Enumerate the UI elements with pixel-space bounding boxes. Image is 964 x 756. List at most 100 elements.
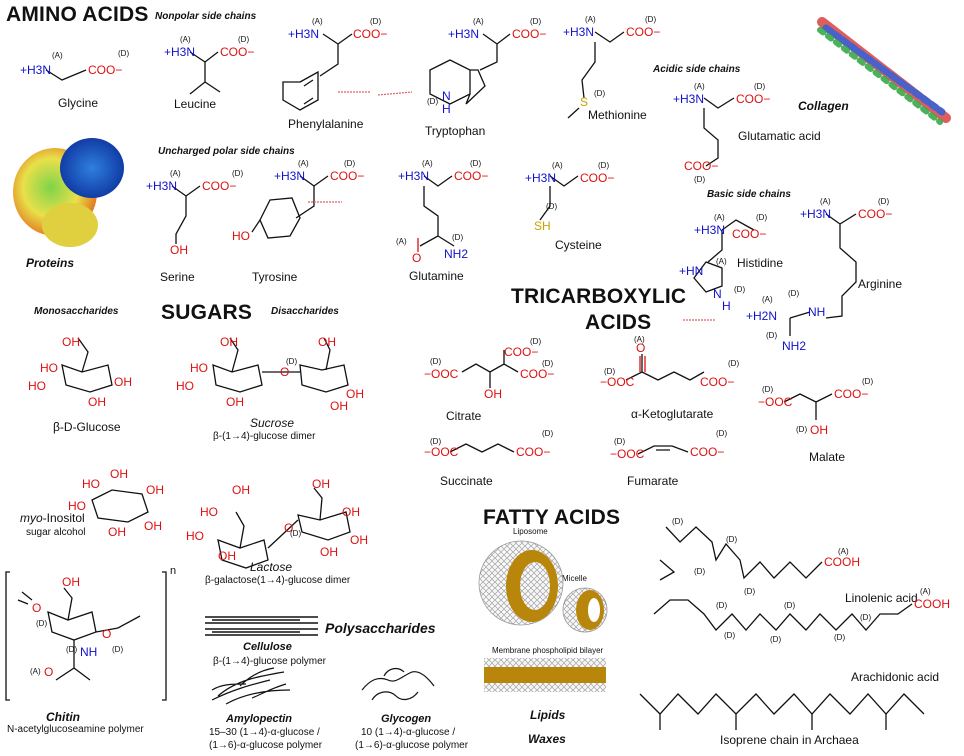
svg-text:+H2N: +H2N xyxy=(746,309,777,323)
monosaccharides-subheader: Monosaccharides xyxy=(34,306,119,317)
svg-text:H: H xyxy=(442,102,451,116)
svg-text:+H3N: +H3N xyxy=(563,25,594,39)
svg-text:COO−: COO− xyxy=(512,27,546,41)
svg-text:OH: OH xyxy=(484,387,502,401)
svg-text:(D): (D) xyxy=(542,429,553,438)
svg-text:OH: OH xyxy=(146,483,164,497)
svg-text:OH: OH xyxy=(62,335,80,349)
lipids-label: Lipids xyxy=(530,708,566,722)
svg-text:(D): (D) xyxy=(238,35,249,44)
svg-text:(D): (D) xyxy=(762,385,773,394)
svg-text:(D): (D) xyxy=(878,197,889,206)
svg-text:(D): (D) xyxy=(694,567,705,576)
acidic-subheader: Acidic side chains xyxy=(653,64,741,75)
glycogen-description-1: 10 (1→4)-α-glucose / xyxy=(361,727,456,738)
svg-text:N: N xyxy=(442,89,451,103)
svg-text:+H3N: +H3N xyxy=(694,223,725,237)
chitin-label: Chitin xyxy=(46,710,80,724)
svg-text:(D): (D) xyxy=(754,82,765,91)
micelle-image xyxy=(562,587,608,633)
proteins-label: Proteins xyxy=(26,256,75,270)
svg-text:(D): (D) xyxy=(546,202,557,211)
collagen-label: Collagen xyxy=(798,99,849,113)
svg-text:HO: HO xyxy=(200,505,218,519)
svg-text:OH: OH xyxy=(232,483,250,497)
svg-text:HO: HO xyxy=(68,499,86,513)
svg-text:O: O xyxy=(284,521,293,535)
svg-text:OH: OH xyxy=(226,395,244,409)
tryptophan-label: Tryptophan xyxy=(425,124,486,138)
tca-header-line1: TRICARBOXYLIC xyxy=(511,285,687,308)
svg-text:(D): (D) xyxy=(694,175,705,184)
bonds-layer xyxy=(5,31,925,730)
sucrose-description: β-(1→4)-glucose dimer xyxy=(213,431,316,442)
glutamatic-acid-label: Glutamatic acid xyxy=(738,129,821,143)
svg-text:(D): (D) xyxy=(834,633,845,642)
serine-label: Serine xyxy=(160,270,195,284)
svg-text:(D): (D) xyxy=(788,289,799,298)
amylopectin-label: Amylopectin xyxy=(226,713,293,725)
polysaccharides-title: Polysaccharides xyxy=(325,620,436,636)
svg-text:+H3N: +H3N xyxy=(448,27,479,41)
svg-text:(A): (A) xyxy=(714,213,725,222)
svg-text:+H3N: +H3N xyxy=(800,207,831,221)
tca-header-line2: ACIDS xyxy=(585,311,652,334)
svg-text:(A): (A) xyxy=(312,17,323,26)
svg-text:(D): (D) xyxy=(744,587,755,596)
double-bonds-layer xyxy=(639,356,646,372)
svg-text:HO: HO xyxy=(82,477,100,491)
svg-text:(A): (A) xyxy=(298,159,309,168)
svg-text:COO−: COO− xyxy=(858,207,892,221)
svg-text:(D): (D) xyxy=(286,357,297,366)
liposome-image xyxy=(478,540,564,626)
bilayer-image xyxy=(484,658,606,692)
svg-text:OH: OH xyxy=(88,395,106,409)
svg-text:(D): (D) xyxy=(716,429,727,438)
svg-text:SH: SH xyxy=(534,219,551,233)
collagen-helix-image xyxy=(817,17,951,125)
isoprene-label: Isoprene chain in Archaea xyxy=(720,733,859,747)
svg-text:(D): (D) xyxy=(645,15,656,24)
svg-text:+H3N: +H3N xyxy=(274,169,305,183)
svg-text:(D): (D) xyxy=(112,645,123,654)
uncharged-subheader: Uncharged polar side chains xyxy=(158,146,295,157)
svg-text:(A): (A) xyxy=(634,335,645,344)
svg-text:(D): (D) xyxy=(542,359,553,368)
sugars-header: SUGARS xyxy=(161,301,253,324)
svg-text:−OOC: −OOC xyxy=(424,367,459,381)
bilayer-label: Membrane phospholipid bilayer xyxy=(492,646,604,655)
glycine-amine: +H3N xyxy=(20,63,51,77)
svg-text:+H3N: +H3N xyxy=(525,171,556,185)
svg-text:+HN: +HN xyxy=(679,264,703,278)
methionine-label: Methionine xyxy=(588,108,647,122)
svg-text:HO: HO xyxy=(232,229,250,243)
svg-text:OH: OH xyxy=(346,387,364,401)
svg-text:(D): (D) xyxy=(430,357,441,366)
svg-text:COO−: COO− xyxy=(504,345,538,359)
basic-subheader: Basic side chains xyxy=(707,189,791,200)
fatty-acids-header: FATTY ACIDS xyxy=(483,506,621,529)
svg-text:(D): (D) xyxy=(470,159,481,168)
inositol-description: sugar alcohol xyxy=(26,527,86,538)
svg-text:(D): (D) xyxy=(796,425,807,434)
marker-squiggles xyxy=(308,91,716,321)
svg-text:OH: OH xyxy=(110,467,128,481)
svg-text:OH: OH xyxy=(318,335,336,349)
svg-text:OH: OH xyxy=(312,477,330,491)
svg-text:COO−: COO− xyxy=(626,25,660,39)
svg-text:(D): (D) xyxy=(598,161,609,170)
svg-text:(D): (D) xyxy=(724,631,735,640)
disaccharides-subheader: Disaccharides xyxy=(271,306,339,317)
svg-text:HO: HO xyxy=(40,361,58,375)
malate-label: Malate xyxy=(809,450,846,464)
svg-text:COO−: COO− xyxy=(700,375,734,389)
svg-text:COO−: COO− xyxy=(732,227,766,241)
svg-text:+H3N: +H3N xyxy=(146,179,177,193)
svg-text:COO−: COO− xyxy=(454,169,488,183)
svg-text:(D): (D) xyxy=(232,169,243,178)
tyrosine-label: Tyrosine xyxy=(252,270,298,284)
svg-text:(D): (D) xyxy=(430,437,441,446)
amylopectin-description-2: (1→6)-α-glucose polymer xyxy=(209,740,323,751)
svg-text:OH: OH xyxy=(114,375,132,389)
svg-text:(D): (D) xyxy=(118,49,129,58)
